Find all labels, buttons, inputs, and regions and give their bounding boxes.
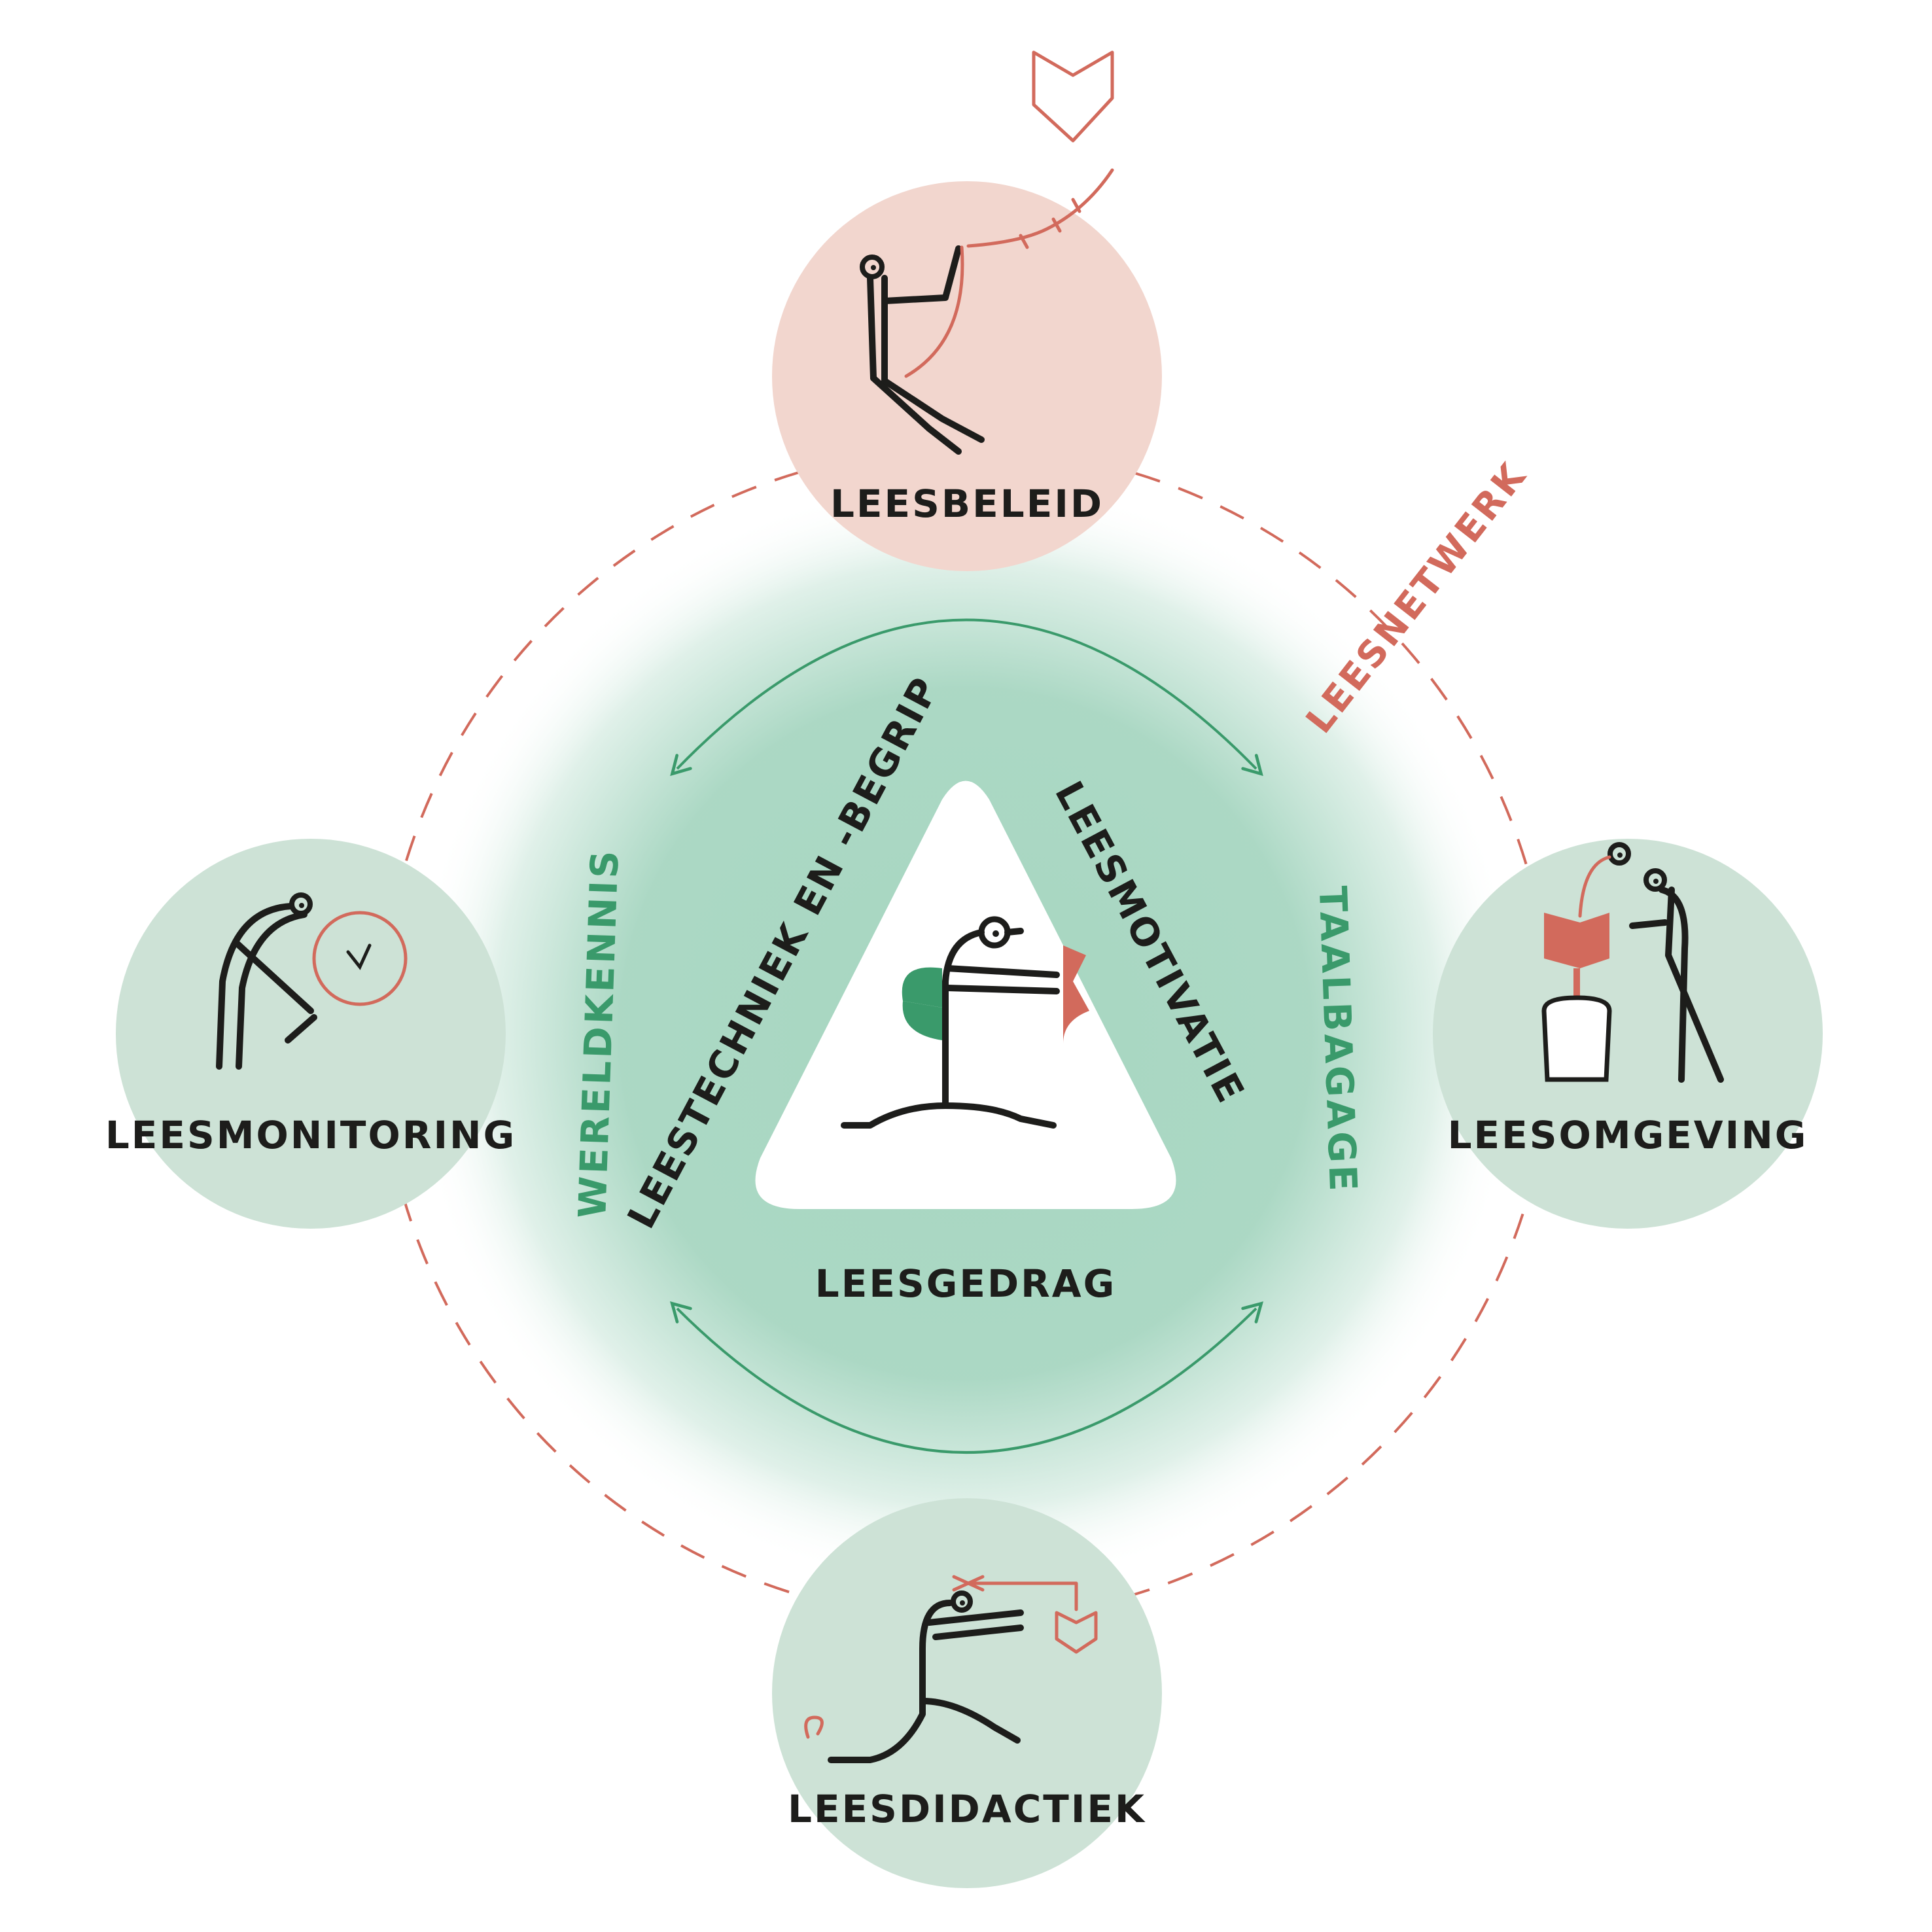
center-triangle xyxy=(755,781,1176,1209)
running-reader-icon xyxy=(841,916,1089,1129)
node-right: LEESOMGEVING xyxy=(1433,839,1823,1229)
node-bottom: LEESDIDACTIEK xyxy=(772,1498,1162,1888)
node-top: LEESBELEID xyxy=(772,50,1162,571)
node-left-circle xyxy=(116,839,506,1229)
plant-watering-icon xyxy=(1541,842,1724,1083)
node-left-label: LEESMONITORING xyxy=(105,1113,516,1157)
right-arc-label: TAALBAGAGE xyxy=(1310,885,1365,1195)
node-right-circle xyxy=(1433,839,1823,1229)
triangle-bottom-label: LEESGEDRAG xyxy=(815,1261,1117,1306)
node-top-label: LEESBELEID xyxy=(830,482,1104,526)
ring-label: LEESNETWERK xyxy=(1298,454,1536,741)
bottom-arrow-arc xyxy=(670,1301,1264,1454)
node-bottom-circle xyxy=(772,1498,1162,1888)
node-left: LEESMONITORING xyxy=(105,839,516,1229)
book-fishing-icon xyxy=(804,1575,1098,1763)
magnifier-person-icon xyxy=(216,892,408,1070)
kite-flyer-icon xyxy=(860,50,1114,455)
node-bottom-label: LEESDIDACTIEK xyxy=(788,1787,1146,1831)
top-arrow-arc xyxy=(670,618,1263,777)
node-right-label: LEESOMGEVING xyxy=(1448,1113,1808,1157)
